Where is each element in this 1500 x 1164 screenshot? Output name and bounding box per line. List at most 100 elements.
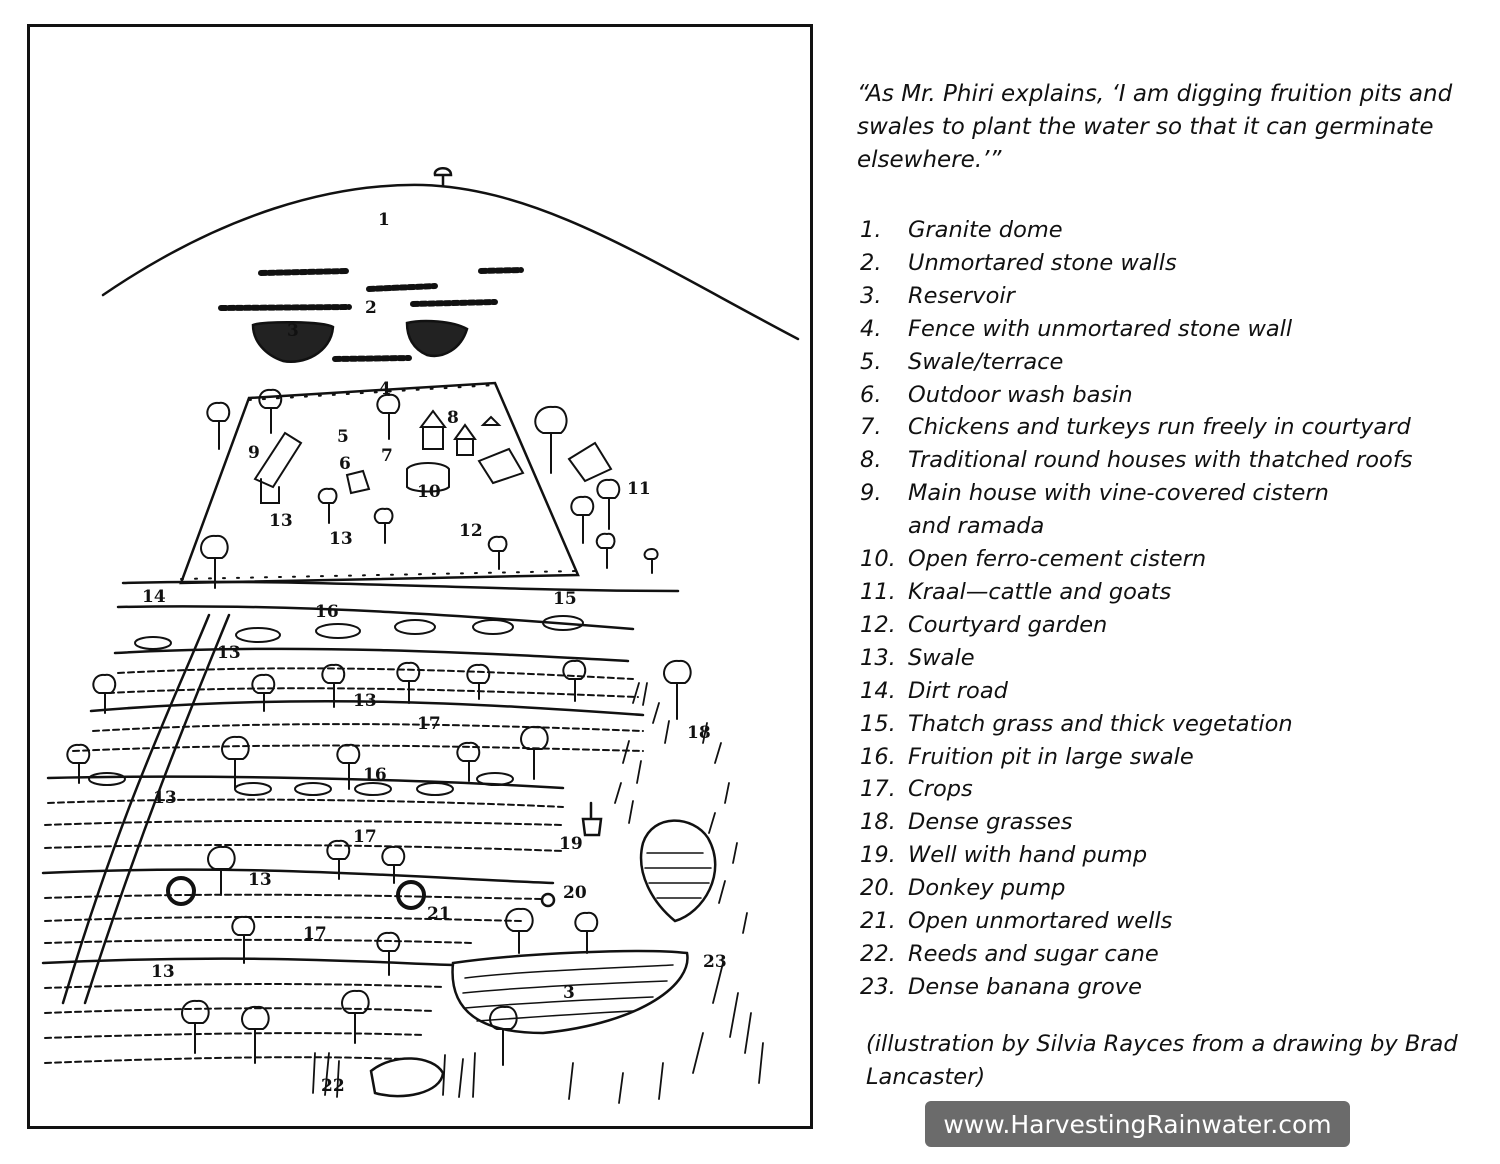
legend-label: Donkey pump — [908, 875, 1066, 902]
label-3: 3 — [563, 983, 575, 1003]
legend-label: Granite dome — [908, 217, 1063, 243]
legend-item: 8. Traditional round houses with thatched… — [860, 444, 1480, 477]
legend-number: 18. — [860, 809, 896, 836]
legend-label: Crops — [908, 776, 973, 803]
label-11: 11 — [627, 479, 651, 499]
legend-label: Fruition pit in large swale — [908, 743, 1194, 770]
website-link[interactable]: www.HarvestingRainwater.com — [925, 1101, 1350, 1147]
legend-label: Swale — [908, 644, 975, 671]
label-4: 4 — [379, 379, 391, 399]
legend-item: 15. Thatch grass and thick vegetation — [860, 708, 1480, 741]
legend-item: 22. Reeds and sugar cane — [860, 938, 1480, 971]
label-13: 13 — [329, 529, 353, 549]
hand-pump — [581, 801, 603, 837]
main-house — [253, 431, 303, 504]
legend-item: 3. Reservoir — [860, 280, 1480, 313]
dome-tree — [433, 167, 453, 187]
legend-item: 13. Swale — [860, 642, 1480, 675]
label-7: 7 — [381, 446, 393, 466]
legend-number: 16. — [860, 743, 896, 770]
legend-item: 11.Kraal—cattle and goats — [860, 576, 1480, 609]
legend-number: 23. — [860, 973, 896, 1000]
legend-label: Chickens and turkeys run freely in court… — [908, 414, 1411, 441]
legend-item: 17.Crops — [860, 773, 1480, 806]
homestead-illustration: 1 2 3 4 5 6 7 8 9 10 11 12 13 13 14 15 1… — [41, 167, 800, 1104]
grasses — [312, 682, 764, 1104]
label-17: 17 — [353, 827, 377, 847]
legend-label: Dense banana grove — [908, 973, 1142, 1000]
legend-label: Swale/terrace — [908, 348, 1064, 375]
legend-number: 1. — [860, 217, 882, 243]
small-pond — [369, 1057, 445, 1098]
legend-number: 12. — [860, 611, 896, 638]
open-well — [166, 876, 196, 906]
label-13: 13 — [151, 962, 175, 982]
label-17: 17 — [303, 924, 327, 944]
legend-number: 21. — [860, 908, 896, 935]
legend-number: 10. — [860, 546, 896, 573]
lower-reservoir — [451, 949, 689, 1035]
legend-label: Kraal—cattle and goats — [908, 578, 1172, 605]
legend-label: Dirt road — [908, 677, 1008, 704]
legend-label: Fence with unmortared stone wall — [908, 315, 1293, 342]
label-13: 13 — [217, 643, 241, 663]
legend-label: Courtyard garden — [908, 611, 1108, 638]
legend-number: 22. — [860, 940, 896, 967]
swale — [113, 647, 630, 663]
courtyard-fence — [179, 381, 580, 585]
granite-dome — [101, 183, 800, 341]
trees — [66, 388, 692, 1066]
legend-label: Main house with vine-covered cistern — [908, 480, 1329, 507]
legend-number: 15. — [860, 710, 896, 737]
legend-number: 4. — [860, 315, 882, 342]
legend-number: 20. — [860, 875, 896, 902]
legend-item: 5.Swale/terrace — [860, 346, 1480, 379]
reservoir-left — [251, 320, 335, 363]
label-13: 13 — [353, 691, 377, 711]
legend-label: Traditional round houses with thatched r… — [908, 447, 1413, 474]
legend-item: 7.Chickens and turkeys run freely in cou… — [860, 411, 1480, 444]
legend-label: Reeds and sugar cane — [908, 940, 1159, 967]
legend-label: Thatch grass and thick vegetation — [908, 710, 1293, 737]
swale — [46, 775, 565, 790]
legend-label: Reservoir — [908, 282, 1015, 309]
legend-item: 4. Fence with unmortared stone wall — [860, 313, 1480, 346]
label-23: 23 — [703, 952, 727, 972]
legend-item: 10. Open ferro-cement cistern — [860, 543, 1480, 576]
legend-item: 20. Donkey pump — [860, 872, 1480, 905]
legend-number: 19. — [860, 842, 896, 869]
legend-number — [860, 510, 908, 543]
legend-label: Dense grasses — [908, 809, 1073, 836]
label-17: 17 — [417, 714, 441, 734]
legend-number: 3. — [860, 282, 882, 309]
label-16: 16 — [315, 602, 339, 622]
label-19: 19 — [559, 834, 583, 854]
legend-number: 14. — [860, 677, 896, 704]
quote-caption: “As Mr. Phiri explains, ‘I am digging fr… — [857, 81, 1453, 173]
illustration-credit: (illustration by Silvia Rayces from a dr… — [866, 1031, 1458, 1090]
legend-item: 19.Well with hand pump — [860, 839, 1480, 872]
label-13: 13 — [153, 788, 177, 808]
label-13: 13 — [269, 511, 293, 531]
label-9: 9 — [248, 443, 260, 463]
legend-number: 6. — [860, 381, 882, 408]
legend-label: Open unmortared wells — [908, 908, 1173, 935]
label-18: 18 — [687, 723, 711, 743]
legend-number: 2. — [860, 249, 882, 276]
label-5: 5 — [337, 427, 349, 447]
label-3: 3 — [287, 321, 299, 341]
legend-label: Open ferro-cement cistern — [908, 546, 1207, 573]
dirt-road-down — [61, 613, 231, 1005]
legend-number: 8. — [860, 447, 882, 474]
legend-item: and ramada — [860, 510, 1480, 543]
reservoir-water — [462, 964, 674, 1022]
dirt-road-bottom — [116, 605, 635, 631]
label-15: 15 — [553, 589, 577, 609]
swale — [41, 957, 455, 967]
legend-item: 9.Main house with vine-covered cistern — [860, 477, 1480, 510]
label-12: 12 — [459, 521, 483, 541]
legend-item: 21. Open unmortared wells — [860, 905, 1480, 938]
illustration-frame: 1 2 3 4 5 6 7 8 9 10 11 12 13 13 14 15 1… — [27, 24, 813, 1129]
legend-number: 13. — [860, 644, 896, 671]
wash-basin — [345, 469, 371, 495]
